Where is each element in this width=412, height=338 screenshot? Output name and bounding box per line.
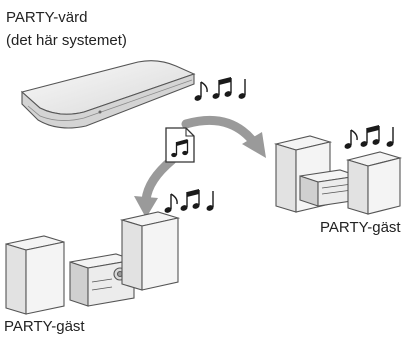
guest-left-system (5, 211, 181, 315)
host-title: PARTY-värd (6, 9, 88, 26)
music-notes-icon (164, 189, 214, 213)
music-notes-icon (344, 125, 394, 149)
guest-right-system (273, 135, 403, 215)
music-file-icon (165, 127, 195, 163)
host-subtitle: (det här systemet) (6, 32, 127, 49)
host-player (20, 60, 196, 129)
music-notes-icon (194, 77, 246, 101)
curved-arrow-icon (134, 115, 266, 218)
guest-left-label: PARTY-gäst (4, 318, 85, 335)
guest-right-label: PARTY-gäst (320, 219, 401, 236)
